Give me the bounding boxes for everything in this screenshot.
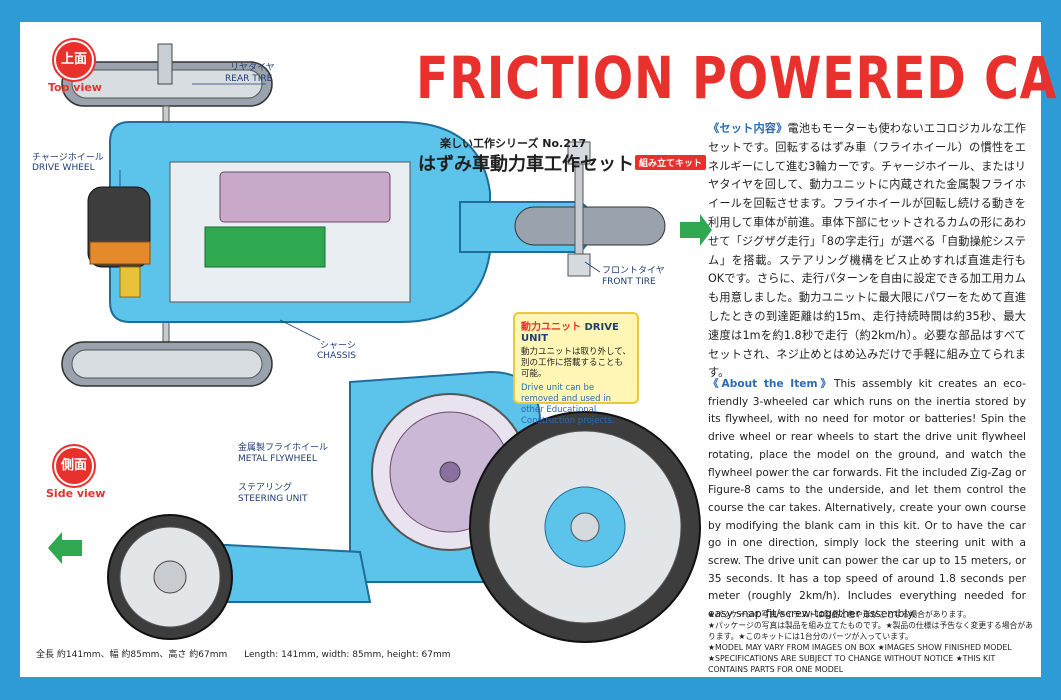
flywheel-label-jp: 金属製フライホイール bbox=[238, 443, 329, 453]
top-view-label: Top view bbox=[48, 81, 102, 94]
rear-tire-bottom-rim bbox=[71, 349, 263, 379]
note-line: ★パッケージの写真は製品を組み立てたものです。★製品の仕様は予告なく変更する場合… bbox=[708, 621, 1033, 641]
drive-unit-heading-jp: 動力ユニット bbox=[521, 322, 581, 333]
chassis-label-en: CHASSIS bbox=[317, 351, 357, 361]
front-bolt-bottom bbox=[567, 253, 591, 277]
note-line: ★パッケージの写真やイラストは製品と色や形がことなる場合があります。 bbox=[708, 610, 971, 619]
steering-label-en: STEERING UNIT bbox=[238, 494, 308, 504]
side-front-hub bbox=[153, 560, 187, 594]
dimensions-jp: 全長 約141mm、幅 約85mm、高さ 約67mm bbox=[36, 650, 228, 660]
flywheel-label-en: METAL FLYWHEEL bbox=[238, 454, 317, 464]
jp-description-lead: 《セット内容》 bbox=[708, 122, 788, 135]
chassis-leader bbox=[279, 319, 321, 341]
front-tire-top bbox=[514, 206, 666, 246]
en-description-body: This assembly kit creates an eco-friendl… bbox=[708, 378, 1026, 621]
en-description-lead: 《About the Item》 bbox=[708, 378, 835, 390]
front-tire-label-en: FRONT TIRE bbox=[602, 277, 656, 287]
illustrations bbox=[48, 43, 712, 643]
series-label: 楽しい工作シリーズ No.217 bbox=[440, 137, 587, 150]
front-tire-label-jp: フロントタイヤ bbox=[602, 266, 665, 276]
drive-unit-heading: 動力ユニット DRIVE UNIT bbox=[521, 318, 631, 344]
product-title: FRICTION POWERED CAR bbox=[416, 44, 1061, 112]
backward-arrow-icon bbox=[48, 532, 82, 564]
drive-unit-heading-en: DRIVE UNIT bbox=[521, 322, 619, 344]
dimensions-en: Length: 141mm, width: 85mm, height: 67mm bbox=[244, 650, 451, 660]
en-description: 《About the Item》This assembly kit create… bbox=[708, 376, 1026, 624]
package-notes: ★パッケージの写真やイラストは製品と色や形がことなる場合があります。 ★パッケー… bbox=[708, 609, 1034, 675]
drive-wheel-orange bbox=[89, 241, 151, 265]
dimensions: 全長 約141mm、幅 約85mm、高さ 約67mm Length: 141mm… bbox=[36, 647, 465, 660]
drive-wheel-label-jp: チャージホイール bbox=[32, 153, 104, 163]
gears-top bbox=[204, 226, 326, 268]
series-title: はずみ車動力車工作セット bbox=[418, 154, 634, 175]
jp-description: 《セット内容》電池もモーターも使わないエコロジカルな工作セットです。回転するはず… bbox=[708, 120, 1026, 383]
jp-description-body: 電池もモーターも使わないエコロジカルな工作セットです。回転するはずみ車（フライホ… bbox=[708, 122, 1026, 380]
drive-unit-callout: 動力ユニット DRIVE UNIT 動力ユニットは取り外して、別の工作に搭載する… bbox=[513, 312, 639, 426]
drive-unit-body-en: Drive unit can be removed and used in ot… bbox=[521, 383, 615, 426]
package-panel: 上面 Top view 側面 Side view リヤタイヤ REAR TIRE… bbox=[20, 22, 1061, 677]
side-rear-hub-center bbox=[570, 512, 600, 542]
steering-label-jp: ステアリング bbox=[238, 483, 293, 493]
rear-tire-label-jp: リヤタイヤ bbox=[230, 63, 275, 73]
forward-arrow-icon bbox=[680, 214, 712, 246]
drive-wheel-label-en: DRIVE WHEEL bbox=[32, 163, 95, 173]
drive-hub-gold bbox=[119, 266, 141, 298]
front-bolt-top bbox=[567, 141, 591, 165]
rear-hub-top bbox=[157, 43, 173, 85]
rear-tire-label-en: REAR TIRE bbox=[225, 74, 273, 84]
top-view-badge: 上面 bbox=[54, 40, 94, 80]
top-view-illustration bbox=[61, 43, 712, 387]
side-view-label: Side view bbox=[46, 487, 106, 500]
kit-badge: 組み立てキット bbox=[635, 155, 707, 170]
drive-unit-body-jp: 動力ユニットは取り外して、別の工作に搭載することも可能。 bbox=[521, 347, 631, 379]
side-view-badge: 側面 bbox=[54, 446, 94, 486]
flywheel-top bbox=[219, 171, 391, 223]
chassis-label-jp: シャーシ bbox=[320, 341, 356, 351]
note-line: ★MODEL MAY VARY FROM IMAGES ON BOX ★IMAG… bbox=[708, 643, 1012, 674]
side-flywheel-hub bbox=[439, 461, 461, 483]
front-tire-leader bbox=[584, 261, 601, 273]
